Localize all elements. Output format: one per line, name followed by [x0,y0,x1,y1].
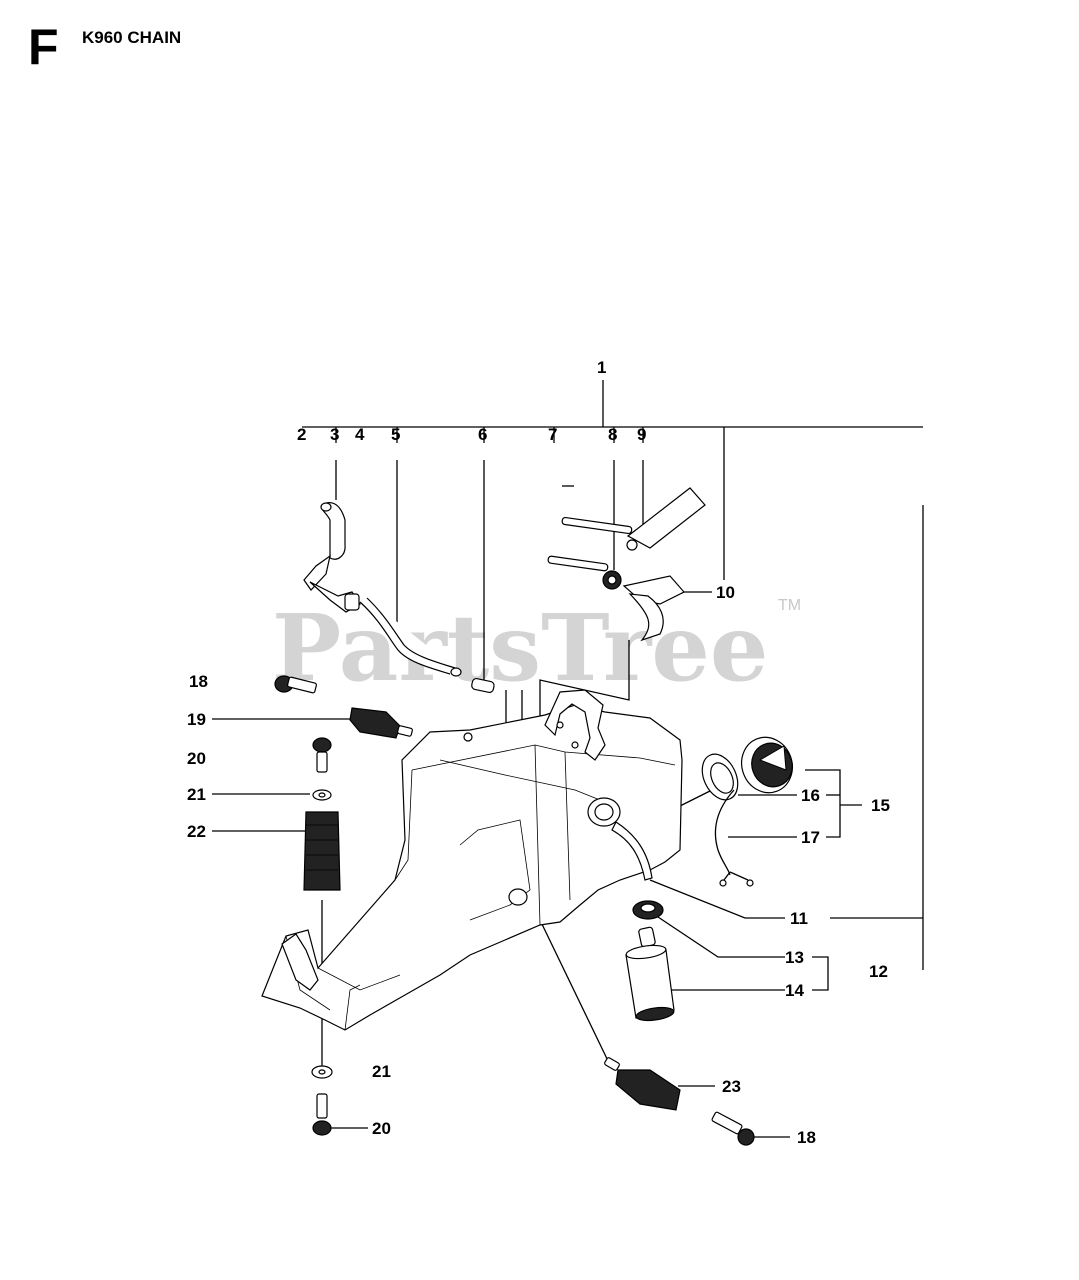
fuel-hose-part [309,581,495,694]
callout-11: 11 [790,909,808,928]
callout-labels: 1 2 3 4 5 6 7 8 9 10 11 12 13 14 15 16 1… [187,358,890,1147]
callout-19: 19 [187,710,206,729]
callout-9: 9 [637,425,646,444]
callout-18-bottom: 18 [797,1128,816,1147]
callout-21-bottom: 21 [372,1062,391,1081]
callout-23: 23 [722,1077,741,1096]
callout-21-top: 21 [187,785,206,804]
callout-16: 16 [801,786,820,805]
fuel-filter-part [625,926,675,1022]
callout-8: 8 [608,425,617,444]
callout-2: 2 [297,425,306,444]
callout-10: 10 [716,583,735,602]
oil-tank-housing [261,689,683,1031]
tank-cap-assembly [701,736,793,887]
callout-14: 14 [785,981,804,1000]
throttle-trigger-group [547,487,706,642]
assembly-bracket-1 [302,380,923,580]
section-letter: F [28,19,59,75]
callout-15: 15 [871,796,890,815]
screw-part-bottom [711,1111,755,1146]
bottom-mount-hardware [311,1065,333,1136]
callout-18-top: 18 [189,672,208,691]
callout-4: 4 [355,425,365,444]
callout-3: 3 [330,425,339,444]
callout-20-top: 20 [187,749,206,768]
callout-22: 22 [187,822,206,841]
callout-20-bottom: 20 [372,1119,391,1138]
callout-6: 6 [478,425,487,444]
vertical-mount-stack [303,737,341,891]
callout-12: 12 [869,962,888,981]
screw-part-top [274,675,317,694]
grommet-part [632,900,664,920]
callout-1: 1 [597,358,606,377]
diagram-title: K960 CHAIN [82,28,182,47]
callout-17: 17 [801,828,820,847]
callout-5: 5 [391,425,400,444]
fuel-hose-elbow-part [303,502,346,591]
watermark-text: PartsTree [272,594,768,702]
callout-13: 13 [785,948,804,967]
callout-7: 7 [548,425,557,444]
av-spring-part-bottom [604,1057,681,1111]
watermark-trademark: TM [778,597,801,614]
av-spring-part-top [349,707,413,739]
pickup-hose-part [611,821,653,881]
